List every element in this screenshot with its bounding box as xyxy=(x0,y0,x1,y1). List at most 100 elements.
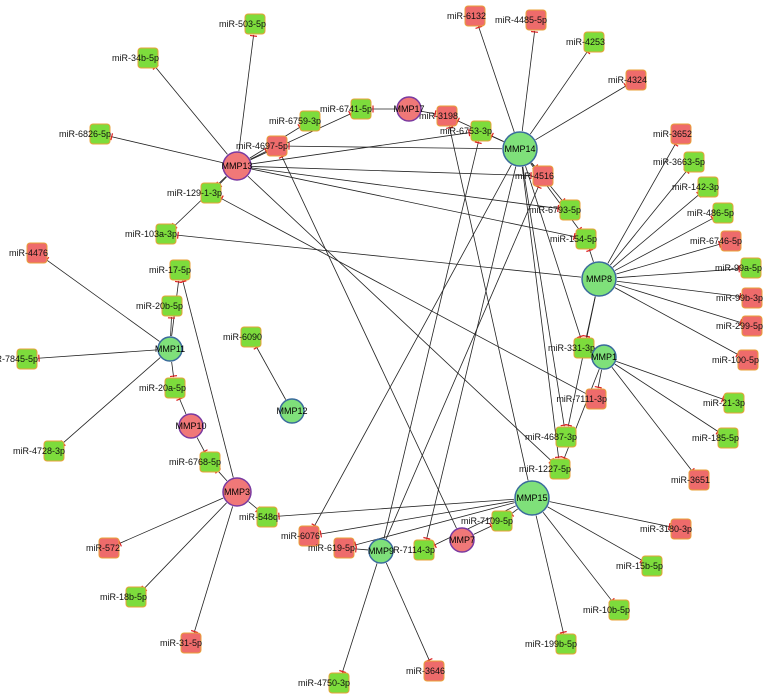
mirna-label: miR-6746-5p xyxy=(690,236,742,246)
mirna-label: miR-3646 xyxy=(406,666,445,676)
edge-m6768-MMP10 xyxy=(196,437,208,454)
mirna-node-mir-99a-5p[interactable]: miR-99a-5p xyxy=(715,257,762,279)
mirna-node-mir-7109-5p[interactable]: miR-7109-5p xyxy=(461,510,513,532)
mirna-node-mir-7111-3p[interactable]: miR-7111-3p xyxy=(556,388,607,410)
edge-m503-MMP13 xyxy=(238,34,258,152)
mirna-node-mir-572[interactable]: miR-572 xyxy=(86,537,120,559)
mirna-node-mir-185-5p[interactable]: miR-185-5p xyxy=(692,427,739,449)
edge-m6076-MMP14 xyxy=(311,164,512,528)
mirna-node-mir-503-5p[interactable]: miR-503-5p xyxy=(219,13,266,35)
edge-m31-MMP3 xyxy=(190,506,234,634)
mirna-label: miR-199b-5p xyxy=(525,639,577,649)
edge-m6090-MMP12 xyxy=(253,345,287,400)
gene-node-mmp12[interactable]: MMP12 xyxy=(276,398,308,424)
edge-m6753-MMP14 xyxy=(489,132,504,142)
mirna-node-mir-4728-3p[interactable]: miR-4728-3p xyxy=(13,440,65,462)
mirna-node-mir-7114-3p[interactable]: miR-7114-3p xyxy=(384,539,435,561)
mirna-node-mir-4485-5p[interactable]: miR-4485-5p xyxy=(495,9,547,31)
edge-m17-MMP3 xyxy=(179,280,234,478)
mirna-label: miR-6132 xyxy=(447,11,486,21)
mirna-label: miR-4687-3p xyxy=(525,432,577,442)
gene-node-mmp8[interactable]: MMP8 xyxy=(581,261,617,297)
mirna-node-mir-331-3p[interactable]: miR-331-3p xyxy=(548,337,595,359)
mirna-node-mir-142-3p[interactable]: miR-142-3p xyxy=(672,176,719,198)
mirna-node-mir-15b-5p[interactable]: miR-15b-5p xyxy=(616,555,663,577)
mirna-label: miR-34b-5p xyxy=(112,53,159,63)
edge-m4697-MMP7 xyxy=(278,154,457,529)
mirna-node-mir-619-5p[interactable]: miR-619-5p xyxy=(308,537,355,559)
mirna-node-mir-103a-3p[interactable]: miR-103a-3p xyxy=(125,223,177,245)
edge-m4516-MMP9 xyxy=(385,185,542,540)
edge-m4253-MMP14 xyxy=(529,49,591,135)
mirna-node-mir-4687-3p[interactable]: miR-4687-3p xyxy=(525,426,577,448)
mirna-node-mir-100-5p[interactable]: miR-100-5p xyxy=(712,349,759,371)
mirna-node-mir-6826-5p[interactable]: miR-6826-5p xyxy=(59,123,111,145)
mirna-node-mir-4253[interactable]: miR-4253 xyxy=(566,31,605,53)
edge-m1227-MMP14 xyxy=(521,166,563,459)
mirna-node-mir-10b-5p[interactable]: miR-10b-5p xyxy=(583,599,630,621)
mirna-node-mir-3652[interactable]: miR-3652 xyxy=(653,123,692,145)
gene-node-mmp11[interactable]: MMP11 xyxy=(155,336,185,362)
edge-m299-MMP8 xyxy=(616,283,743,326)
gene-node-mmp15[interactable]: MMP15 xyxy=(514,480,550,516)
mirna-node-mir-3646[interactable]: miR-3646 xyxy=(406,660,445,682)
edge-m7845-MMP11 xyxy=(37,349,158,362)
mirna-label: miR-3652 xyxy=(653,129,692,139)
edge-m3198-MMP15 xyxy=(446,126,529,481)
mirna-node-mir-34b-5p[interactable]: miR-34b-5p xyxy=(112,47,159,69)
mirna-node-mir-6793-5p[interactable]: miR-6793-5p xyxy=(529,199,581,221)
mirna-node-mir-20b-5p[interactable]: miR-20b-5p xyxy=(136,295,183,317)
gene-node-mmp9[interactable]: MMP9 xyxy=(368,538,394,564)
mirna-node-mir-4516[interactable]: miR-4516 xyxy=(515,165,554,187)
gene-node-mmp3[interactable]: MMP3 xyxy=(222,477,252,507)
edge-m142-MMP8 xyxy=(612,191,702,268)
mirna-node-mir-1227-5p[interactable]: miR-1227-5p xyxy=(519,458,571,480)
mirna-node-mir-31-5p[interactable]: miR-31-5p xyxy=(160,632,202,654)
mirna-node-mir-486-5p[interactable]: miR-486-5p xyxy=(687,202,734,224)
mirna-label: miR-6793-5p xyxy=(529,205,581,215)
mirna-label: miR-4516 xyxy=(515,171,554,181)
gene-node-mmp1[interactable]: MMP1 xyxy=(591,344,617,370)
edge-m18b-MMP3 xyxy=(141,502,227,592)
mirna-node-mir-199b-5p[interactable]: miR-199b-5p xyxy=(525,633,577,655)
mirna-node-mir-6132[interactable]: miR-6132 xyxy=(447,5,486,27)
mirna-node-mir-18b-5p[interactable]: miR-18b-5p xyxy=(100,586,147,608)
mirna-node-mir-299-5p[interactable]: miR-299-5p xyxy=(716,315,763,337)
gene-node-mmp14[interactable]: MMP14 xyxy=(502,131,538,167)
mirna-node-mir-6741-5p[interactable]: miR-6741-5p xyxy=(320,98,372,120)
mirna-node-mir-3651[interactable]: miR-3651 xyxy=(671,469,710,491)
mirna-node-mir-548q[interactable]: miR-548q xyxy=(239,506,278,528)
mirna-node-mir-129-1-3p[interactable]: miR-129-1-3p xyxy=(167,182,222,204)
gene-node-mmp13[interactable]: MMP13 xyxy=(221,151,253,181)
gene-node-mmp10[interactable]: MMP10 xyxy=(175,413,207,439)
mirna-node-mir-7845-5p[interactable]: miR-7845-5p xyxy=(0,348,38,370)
mirna-node-mir-4476[interactable]: miR-4476 xyxy=(9,242,48,264)
mirna-label: miR-142-3p xyxy=(672,182,719,192)
mirna-node-mir-6746-5p[interactable]: miR-6746-5p xyxy=(690,230,742,252)
gene-label: MMP10 xyxy=(175,421,206,431)
mirna-node-mir-6753-3p[interactable]: miR-6753-3p xyxy=(440,120,492,142)
mirna-node-mir-4697-5p[interactable]: miR-4697-5p xyxy=(236,135,288,157)
mirna-node-mir-6076[interactable]: miR-6076 xyxy=(281,525,320,547)
mirna-node-mir-3180-3p[interactable]: miR-3180-3p xyxy=(640,518,692,540)
mirna-node-mir-3663-5p[interactable]: miR-3663-5p xyxy=(653,151,705,173)
mirna-node-mir-6090[interactable]: miR-6090 xyxy=(223,326,262,348)
edge-m7111-MMP1 xyxy=(594,369,602,389)
mirna-node-mir-4750-3p[interactable]: miR-4750-3p xyxy=(298,672,350,694)
mirna-node-mir-154-5p[interactable]: miR-154-5p xyxy=(550,228,597,250)
mirna-node-mir-6759-3p[interactable]: miR-6759-3p xyxy=(269,110,321,132)
mirna-node-mir-99b-3p[interactable]: miR-99b-3p xyxy=(716,287,763,309)
mirna-node-mir-20a-5p[interactable]: miR-20a-5p xyxy=(139,377,186,399)
mirna-node-mir-4324[interactable]: miR-4324 xyxy=(608,69,647,91)
mirna-node-mir-3198[interactable]: miR-3198 xyxy=(419,105,458,127)
mirna-label: miR-6090 xyxy=(223,332,262,342)
mirna-node-mir-21-3p[interactable]: miR-21-3p xyxy=(703,392,745,414)
gene-node-mmp17[interactable]: MMP17 xyxy=(393,96,425,122)
mirna-label: miR-6768-5p xyxy=(169,457,221,467)
gene-node-mmp7[interactable]: MMP7 xyxy=(449,527,475,553)
mirna-node-mir-6768-5p[interactable]: miR-6768-5p xyxy=(169,451,221,473)
mirna-node-mir-17-5p[interactable]: miR-17-5p xyxy=(149,259,191,281)
gene-label: MMP8 xyxy=(586,274,612,284)
mirna-label: miR-331-3p xyxy=(548,343,595,353)
